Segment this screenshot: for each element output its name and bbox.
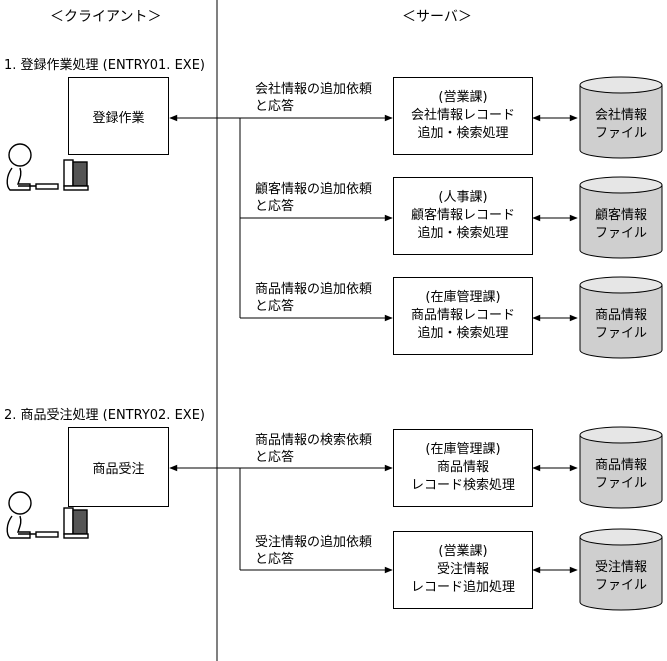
client-process-label: 登録作業 <box>92 110 145 126</box>
section-title: 1. 登録作業処理 (ENTRY01. EXE) <box>4 58 205 73</box>
request-label: 商品情報の検索依頼 と応答 <box>255 433 373 465</box>
user-at-computer-icon <box>6 143 89 191</box>
request-label: 顧客情報の追加依頼 と応答 <box>255 182 373 214</box>
database-cylinder-icon <box>579 76 663 159</box>
client-process-label: 商品受注 <box>92 461 145 477</box>
server-process-box: (営業課) 会社情報レコード 追加・検索処理 <box>393 77 533 155</box>
request-label: 受注情報の追加依頼 と応答 <box>255 535 373 567</box>
client-process-box: 商品受注 <box>68 427 169 507</box>
server-process-box: (営業課) 受注情報 レコード追加処理 <box>393 531 533 609</box>
request-label: 商品情報の追加依頼 と応答 <box>255 282 373 314</box>
user-at-computer-icon <box>6 491 89 539</box>
database-file-label: 商品情報 ファイル <box>594 308 647 341</box>
database-file-label: 受注情報 ファイル <box>594 560 647 593</box>
section-title: 2. 商品受注処理 (ENTRY02. EXE) <box>4 408 205 423</box>
database-cylinder-icon <box>579 528 663 611</box>
request-label: 会社情報の追加依頼 と応答 <box>255 82 373 114</box>
server-process-box: (人事課) 顧客情報レコード 追加・検索処理 <box>393 177 533 255</box>
database-file-label: 顧客情報 ファイル <box>594 208 647 241</box>
database-file-label: 会社情報 ファイル <box>594 108 647 141</box>
server-process-box: (在庫管理課) 商品情報 レコード検索処理 <box>393 429 533 507</box>
client-column-header: ＜クライアント＞ <box>50 9 162 25</box>
client-process-box: 登録作業 <box>68 77 169 155</box>
server-process-box: (在庫管理課) 商品情報レコード 追加・検索処理 <box>393 277 533 355</box>
database-cylinder-icon <box>579 176 663 259</box>
server-column-header: ＜サーバ＞ <box>402 9 472 25</box>
database-cylinder-icon <box>579 276 663 359</box>
database-cylinder-icon <box>579 426 663 509</box>
database-file-label: 商品情報 ファイル <box>594 458 647 491</box>
